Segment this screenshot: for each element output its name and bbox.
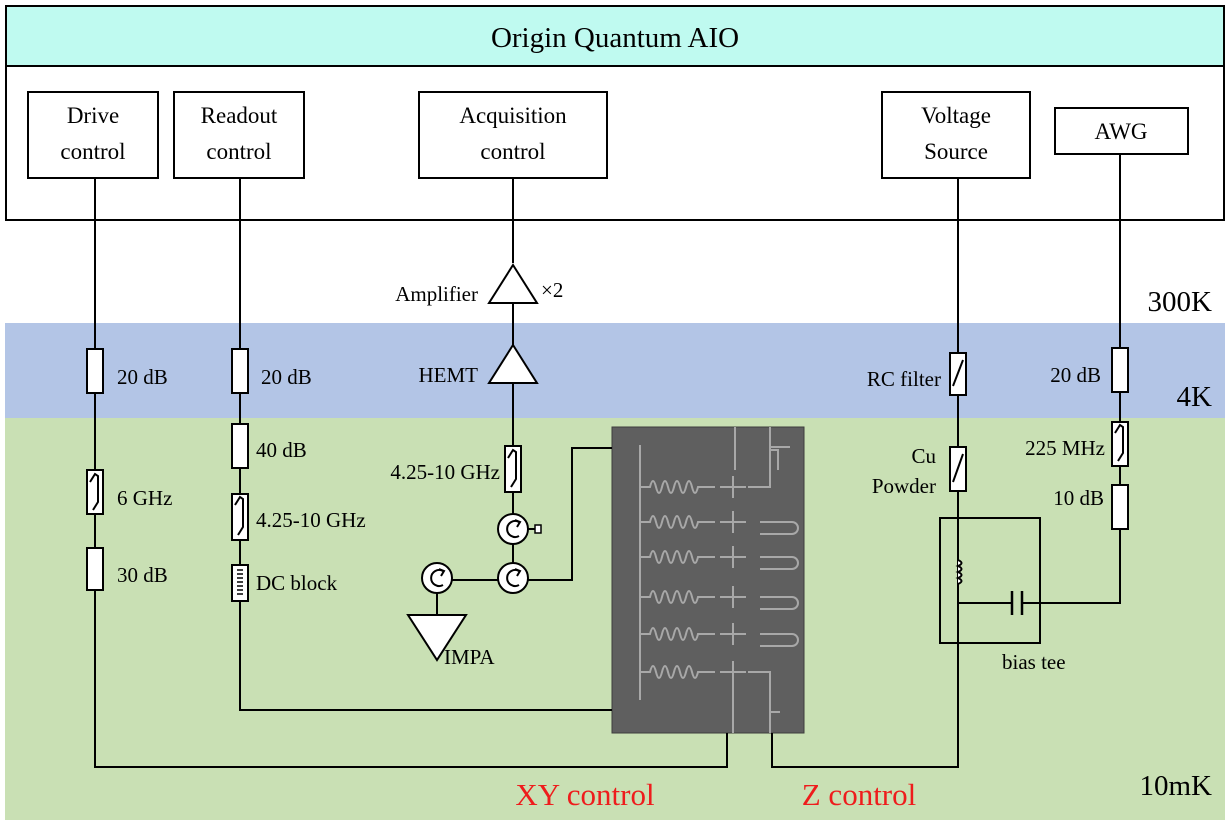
cu-powder-label-2: Powder bbox=[872, 474, 936, 498]
quantum-chip-image bbox=[611, 426, 805, 734]
stage-300k: 300K bbox=[1148, 286, 1213, 318]
qubit-row-4 bbox=[640, 586, 799, 610]
dc-block-label: DC block bbox=[256, 571, 338, 595]
readout-filter bbox=[231, 493, 249, 541]
readout-att2-label: 40 dB bbox=[256, 438, 307, 462]
impa-label: IMPA bbox=[444, 645, 495, 669]
rc-filter bbox=[949, 352, 967, 396]
stage-4k: 4K bbox=[1177, 381, 1213, 413]
voltage-source-box: Voltage Source bbox=[881, 91, 1031, 179]
awg-attenuator-10db bbox=[1111, 484, 1129, 530]
acquisition-control-box: Acquisition control bbox=[418, 91, 608, 179]
awg-filter-225mhz bbox=[1111, 421, 1129, 467]
drive-attenuator-20db bbox=[86, 348, 104, 394]
readout-label-1: Readout bbox=[201, 103, 278, 128]
voltage-label-2: Source bbox=[924, 139, 988, 164]
drive-attenuator-30db bbox=[86, 547, 104, 591]
readout-attenuator-20db bbox=[231, 348, 249, 394]
circulator-top bbox=[497, 513, 542, 545]
bias-tee-label: bias tee bbox=[1002, 650, 1066, 674]
z-control-label: Z control bbox=[802, 777, 917, 812]
awg-att2-label: 10 dB bbox=[1053, 486, 1104, 510]
readout-attenuator-40db bbox=[231, 423, 249, 469]
aio-header bbox=[5, 5, 1225, 67]
drive-filter-label: 6 GHz bbox=[117, 486, 172, 510]
circulator-left bbox=[421, 562, 453, 594]
stage-10mk: 10mK bbox=[1140, 770, 1213, 802]
amplifier-label: Amplifier bbox=[395, 282, 478, 306]
cu-powder-filter bbox=[949, 446, 967, 492]
drive-att1-label: 20 dB bbox=[117, 365, 168, 389]
drive-label-2: control bbox=[60, 139, 125, 164]
acquisition-filter bbox=[504, 445, 522, 493]
awg-attenuator-20db bbox=[1111, 347, 1129, 393]
bias-tee bbox=[939, 517, 1041, 644]
drive-filter-6ghz bbox=[86, 469, 104, 515]
readout-filter-label: 4.25-10 GHz bbox=[256, 508, 366, 532]
drive-att2-label: 30 dB bbox=[117, 563, 168, 587]
awg-att1-label: 20 dB bbox=[1050, 363, 1101, 387]
hemt-label: HEMT bbox=[419, 363, 479, 387]
band-4k bbox=[5, 323, 1225, 418]
qubit-row-6 bbox=[640, 661, 780, 713]
amplifier-mult-label: ×2 bbox=[541, 278, 563, 302]
drive-label-1: Drive bbox=[67, 103, 119, 128]
hemt-triangle bbox=[487, 343, 539, 384]
awg-label: AWG bbox=[1094, 119, 1147, 144]
qubit-row-1 bbox=[640, 446, 790, 498]
circulator-right bbox=[497, 562, 529, 594]
qubit-row-3 bbox=[640, 546, 799, 570]
amplifier-triangle bbox=[487, 263, 539, 304]
dc-block bbox=[231, 564, 249, 602]
aio-title: Origin Quantum AIO bbox=[491, 22, 739, 54]
rc-filter-label: RC filter bbox=[867, 367, 941, 391]
drive-control-box: Drive control bbox=[27, 91, 159, 179]
voltage-label-1: Voltage bbox=[921, 103, 991, 128]
xy-control-label: XY control bbox=[515, 777, 654, 812]
qubit-row-2 bbox=[640, 511, 799, 535]
readout-label-2: control bbox=[206, 139, 271, 164]
readout-att1-label: 20 dB bbox=[261, 365, 312, 389]
awg-box: AWG bbox=[1054, 107, 1189, 155]
impa-triangle bbox=[406, 614, 468, 662]
acquisition-label-1: Acquisition bbox=[459, 103, 567, 128]
readout-control-box: Readout control bbox=[173, 91, 305, 179]
awg-filter-label: 225 MHz bbox=[1025, 436, 1105, 460]
acq-filter-label: 4.25-10 GHz bbox=[390, 460, 500, 484]
cu-powder-label-1: Cu bbox=[911, 444, 936, 468]
acquisition-label-2: control bbox=[480, 139, 545, 164]
qubit-row-5 bbox=[640, 623, 799, 647]
